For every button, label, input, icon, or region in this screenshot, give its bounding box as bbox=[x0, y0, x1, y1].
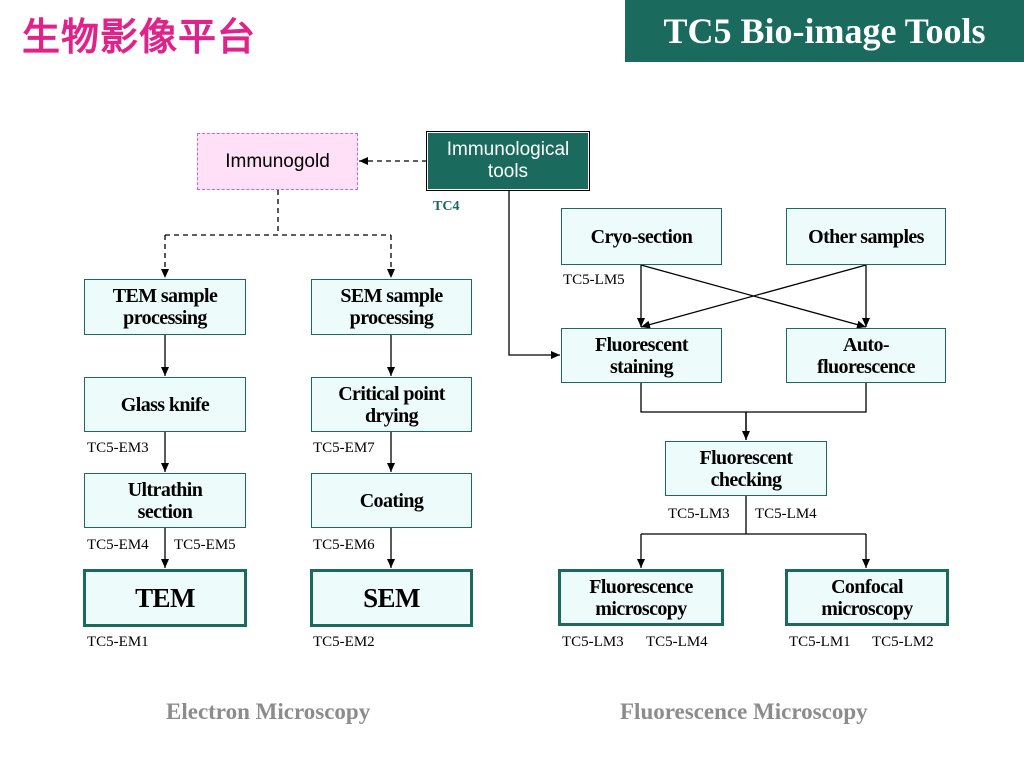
node-confocal-microscopy: Confocal microscopy bbox=[785, 569, 949, 626]
node-auto-fluorescence: Auto- fluorescence bbox=[786, 328, 946, 383]
connector-immuno-to-staining bbox=[508, 191, 560, 359]
node-tem-sample-processing: TEM sample processing bbox=[84, 279, 246, 335]
label-em5: TC5-EM5 bbox=[174, 537, 236, 553]
label-em6: TC5-EM6 bbox=[313, 537, 375, 553]
connector-other-to-staining bbox=[640, 264, 867, 329]
label-tc4: TC4 bbox=[433, 199, 460, 214]
label-lm5: TC5-LM5 bbox=[563, 272, 625, 288]
node-fluorescent-checking: Fluorescent checking bbox=[665, 441, 827, 496]
label-lm4-checking: TC5-LM4 bbox=[755, 506, 817, 522]
node-ultrathin-section: Ultrathin section bbox=[84, 473, 246, 528]
node-other-samples: Other samples bbox=[786, 208, 946, 265]
label-em3: TC5-EM3 bbox=[87, 440, 149, 456]
node-fluorescent-staining: Fluorescent staining bbox=[561, 328, 722, 383]
connector-gold-branch bbox=[165, 190, 391, 236]
connector-merge-to-checking bbox=[640, 383, 867, 440]
label-lm3-fluor: TC5-LM3 bbox=[562, 634, 624, 650]
label-em7: TC5-EM7 bbox=[313, 440, 375, 456]
title-banner: TC5 Bio-image Tools bbox=[625, 0, 1024, 62]
node-sem: SEM bbox=[310, 569, 473, 627]
node-glass-knife: Glass knife bbox=[84, 377, 246, 432]
node-cryo-section: Cryo-section bbox=[561, 208, 722, 265]
node-immunological-tools: Immunological tools bbox=[426, 131, 590, 191]
label-em4: TC5-EM4 bbox=[87, 537, 149, 553]
node-tem: TEM bbox=[83, 569, 247, 627]
section-title-electron-microscopy: Electron Microscopy bbox=[166, 699, 371, 724]
node-fluorescence-microscopy: Fluorescence microscopy bbox=[558, 569, 724, 626]
section-title-fluorescence-microscopy: Fluorescence Microscopy bbox=[620, 699, 868, 724]
node-immunogold: Immunogold bbox=[197, 133, 358, 190]
label-lm2: TC5-LM2 bbox=[872, 634, 934, 650]
label-em2: TC5-EM2 bbox=[313, 634, 375, 650]
label-em1: TC5-EM1 bbox=[87, 634, 149, 650]
page-title-chinese: 生物影像平台 bbox=[22, 14, 257, 59]
label-lm3-checking: TC5-LM3 bbox=[668, 506, 730, 522]
label-lm1: TC5-LM1 bbox=[789, 634, 851, 650]
node-critical-point-drying: Critical point drying bbox=[311, 377, 472, 432]
node-sem-sample-processing: SEM sample processing bbox=[311, 279, 472, 335]
label-lm4-fluor: TC5-LM4 bbox=[646, 634, 708, 650]
node-coating: Coating bbox=[311, 473, 472, 528]
connector-checking-branch bbox=[641, 496, 866, 535]
